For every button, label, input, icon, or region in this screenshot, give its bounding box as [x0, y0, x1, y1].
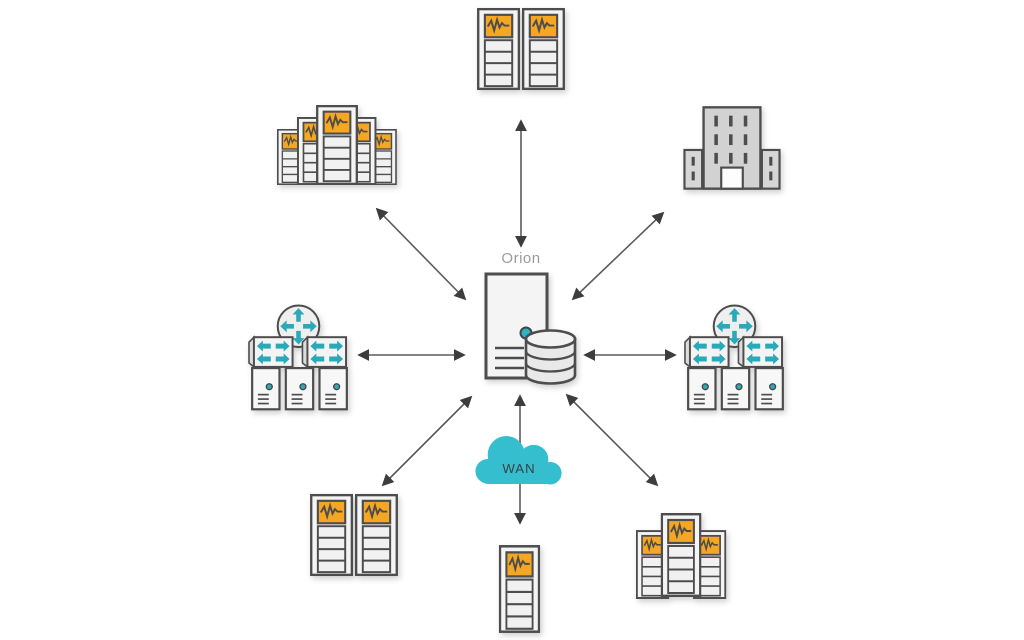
arrow-bottom-left: [381, 395, 473, 487]
node-bottom-single-server-rack: [498, 545, 541, 633]
database-icon: [524, 329, 577, 385]
node-top-left-server-cluster: [277, 105, 397, 186]
arrow-top-left: [375, 207, 467, 301]
arrow-top-right: [571, 211, 665, 301]
orion-label: Orion: [501, 250, 541, 267]
building-icon: [683, 106, 781, 190]
node-top-server-rack-pair: [477, 7, 565, 91]
node-bottom-right-server-cluster: [636, 513, 727, 599]
node-office-building: [683, 106, 781, 190]
wan-cloud-icon: WAN: [475, 436, 562, 485]
node-left-network-site: [247, 301, 350, 411]
node-right-network-site: [683, 301, 786, 411]
node-bottom-left-server-rack-pair: [310, 493, 398, 577]
orion-server-icon: [484, 272, 577, 385]
wan-label: WAN: [502, 461, 535, 476]
arrow-bottom-right: [565, 393, 659, 487]
